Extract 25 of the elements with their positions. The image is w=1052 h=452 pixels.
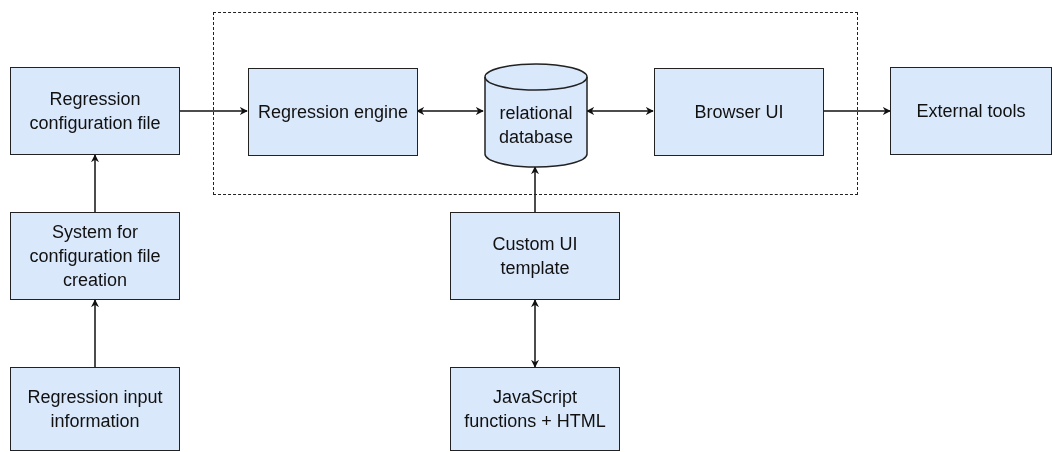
node-label: Regression input information: [26, 386, 164, 433]
node-label: System for configuration file creation: [28, 221, 162, 292]
arrow: [822, 107, 891, 115]
arrow: [416, 107, 484, 115]
process-box: [248, 68, 418, 156]
group-boundary: [213, 12, 858, 195]
arrow: [179, 107, 248, 115]
arrow: [91, 154, 99, 213]
node-label: Custom UI template: [491, 233, 579, 280]
process-box: [654, 68, 824, 156]
arrow: [531, 166, 539, 213]
arrow: [531, 299, 539, 368]
process-box: [10, 367, 180, 451]
node-label: External tools: [916, 100, 1026, 123]
node-label: Browser UI: [694, 101, 784, 124]
process-box: [450, 367, 620, 451]
node-label: relational database: [497, 101, 575, 149]
process-box: [10, 212, 180, 300]
node-label: Regression configuration file: [28, 88, 162, 135]
node-label: JavaScript functions + HTML: [463, 386, 607, 433]
arrow: [91, 299, 99, 368]
process-box: [10, 67, 180, 155]
process-box: [890, 67, 1052, 155]
node-label: Regression engine: [257, 101, 409, 124]
process-box: [450, 212, 620, 300]
